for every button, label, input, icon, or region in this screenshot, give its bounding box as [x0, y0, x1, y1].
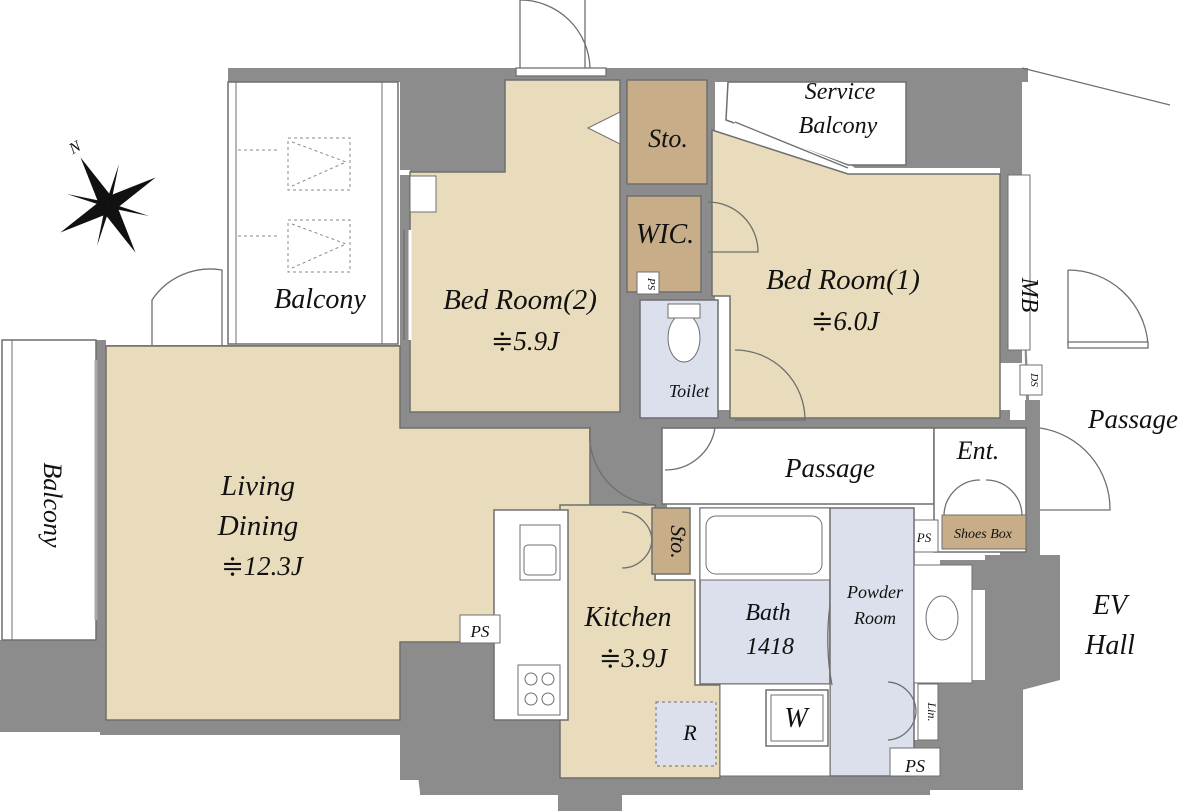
- wall-left-strip: [96, 340, 106, 730]
- ds-box: [1019, 364, 1043, 396]
- bedroom2-size: ≑5.9J: [491, 326, 561, 356]
- wall-se: [935, 680, 1023, 790]
- living-label-1: Living: [220, 470, 295, 502]
- ps-kitchen-box: [459, 614, 501, 644]
- passage-room: [661, 427, 935, 505]
- service-balcony-label-1: Service: [805, 79, 876, 105]
- balcony-top-area: [227, 81, 399, 345]
- mb-label: MB: [1016, 277, 1042, 313]
- labels: N Balcony Balcony Service Balcony Sto. W…: [38, 79, 1178, 776]
- compass-north-label: N: [65, 137, 85, 158]
- washer-label: W: [784, 703, 810, 734]
- bedroom1-name: Bed Room(1): [766, 264, 920, 296]
- kitchen-name: Kitchen: [583, 602, 671, 633]
- balcony-left-area: [1, 339, 97, 641]
- ps-bottom-box: [889, 747, 941, 777]
- ev-hall-label-2: Hall: [1084, 630, 1135, 661]
- bath-name: Bath: [745, 600, 790, 626]
- living-label-2: Dining: [217, 510, 299, 542]
- powder-label-2: Room: [853, 608, 896, 628]
- column-sw: [0, 640, 105, 732]
- meter-box: [1007, 174, 1031, 351]
- passage-outer-label: Passage: [1087, 404, 1178, 434]
- storage-top: [626, 79, 708, 185]
- bath-size: 1418: [746, 634, 794, 660]
- powder-room: [829, 507, 915, 777]
- column-nw: [400, 80, 505, 170]
- bedroom-1: [711, 128, 1001, 419]
- compass-rose-icon: [60, 157, 156, 253]
- balcony-top-label: Balcony: [274, 284, 366, 315]
- doors: [94, 0, 1149, 741]
- wall-right-strip: [1025, 400, 1040, 565]
- bedroom1-size: ≑6.0J: [811, 306, 881, 336]
- kitchen-size: ≑3.9J: [599, 643, 669, 673]
- wall-top-strip: [228, 68, 1028, 82]
- ps-entrance-label: PS: [916, 530, 932, 545]
- shoes-box: [941, 514, 1027, 550]
- ps-wic-label: PS: [645, 277, 657, 291]
- storage-top-label: Sto.: [648, 124, 688, 153]
- fridge-space: [655, 701, 717, 767]
- balconies: [1, 81, 907, 641]
- linen-label: Lin.: [925, 701, 939, 721]
- bedroom2-name: Bed Room(2): [443, 284, 597, 316]
- wall-ev: [985, 555, 1060, 585]
- powder-label-1: Powder: [846, 582, 904, 602]
- ps-kitchen-label: PS: [470, 622, 490, 641]
- passage-outline: [1021, 67, 1171, 106]
- shoes-box-label: Shoes Box: [954, 527, 1013, 542]
- ds-label: DS: [1028, 372, 1040, 387]
- ev-hall-label-1: EV: [1092, 590, 1130, 621]
- service-balcony-label-2: Balcony: [799, 113, 878, 139]
- ps-wic-box: [636, 271, 660, 295]
- balcony-left-label: Balcony: [38, 462, 67, 548]
- service-balcony-area: [725, 81, 907, 166]
- column-ne: [906, 68, 1022, 168]
- storage-kitchen-label: Sto.: [666, 525, 691, 559]
- entrance-label: Ent.: [956, 436, 1000, 465]
- fridge-label: R: [682, 720, 697, 745]
- living-size: ≑12.3J: [221, 551, 305, 581]
- toilet-label: Toilet: [669, 381, 710, 401]
- passage-inner-label: Passage: [784, 453, 875, 483]
- wall-south-2: [558, 780, 622, 811]
- washer-space: [765, 689, 829, 747]
- bedroom-2: [409, 79, 621, 413]
- linen-box: [917, 683, 939, 741]
- ps-bottom-label: PS: [904, 756, 925, 776]
- wic-label: WIC.: [636, 219, 694, 250]
